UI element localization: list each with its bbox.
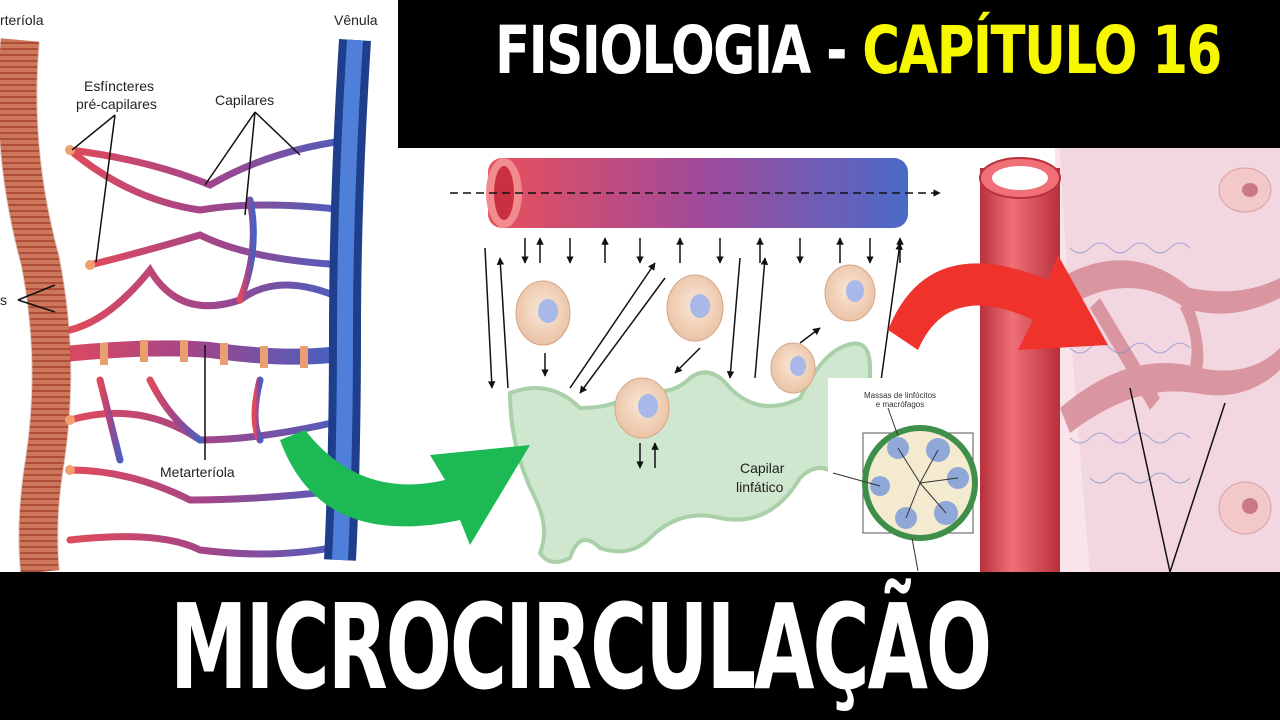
- lymph-node-label-line1: Massas de linfócitos: [863, 391, 937, 400]
- title-subject: FISIOLOGIA -: [495, 12, 863, 89]
- artery: [980, 168, 1060, 572]
- page-subtitle: MICROCIRCULAÇÃO: [170, 578, 992, 716]
- cut-label: s: [0, 292, 7, 308]
- arteriole: [0, 38, 71, 572]
- arteriole-label: rteríola: [0, 12, 44, 28]
- tissue-cells-right: [1218, 167, 1272, 535]
- venule-label: Vênula: [334, 12, 378, 28]
- subtitle-banner: MICROCIRCULAÇÃO: [0, 572, 1280, 720]
- tissue-diagram: [979, 148, 1280, 572]
- metarteriole-rings: [100, 340, 308, 368]
- lymph-capillary-label-line2: linfático: [736, 479, 784, 495]
- connective-fibers: [1060, 260, 1280, 433]
- title-chapter: CAPÍTULO 16: [862, 12, 1222, 89]
- red-arrow: [888, 255, 1108, 350]
- lymphatic-diagram: [450, 158, 941, 564]
- capillary-network: [66, 136, 354, 558]
- capillaries-label: Capilares: [215, 92, 275, 108]
- microcirculation-diagram: [0, 38, 371, 572]
- title-banner: FISIOLOGIA - CAPÍTULO 16: [398, 0, 1280, 148]
- lymph-node-label-line2: e macrófagos: [875, 399, 925, 409]
- precapillary-sphincters: [65, 145, 95, 475]
- green-arrow: [280, 430, 530, 545]
- sphincters-label-line1: Esfíncteres: [84, 78, 155, 94]
- metarteriole-label: Metarteríola: [160, 464, 235, 480]
- lymph-node-label: Massas de linfócitos e macrófagos: [848, 391, 952, 410]
- page-title: FISIOLOGIA - CAPÍTULO 16: [495, 18, 1222, 84]
- tissue-cells: [515, 264, 876, 439]
- metarteriole: [47, 340, 338, 365]
- lymph-capillary-label-line1: Capilar: [740, 460, 785, 476]
- lymph-node-inset: [828, 378, 986, 572]
- sphincters-label-line2: pré-capilares: [76, 96, 157, 112]
